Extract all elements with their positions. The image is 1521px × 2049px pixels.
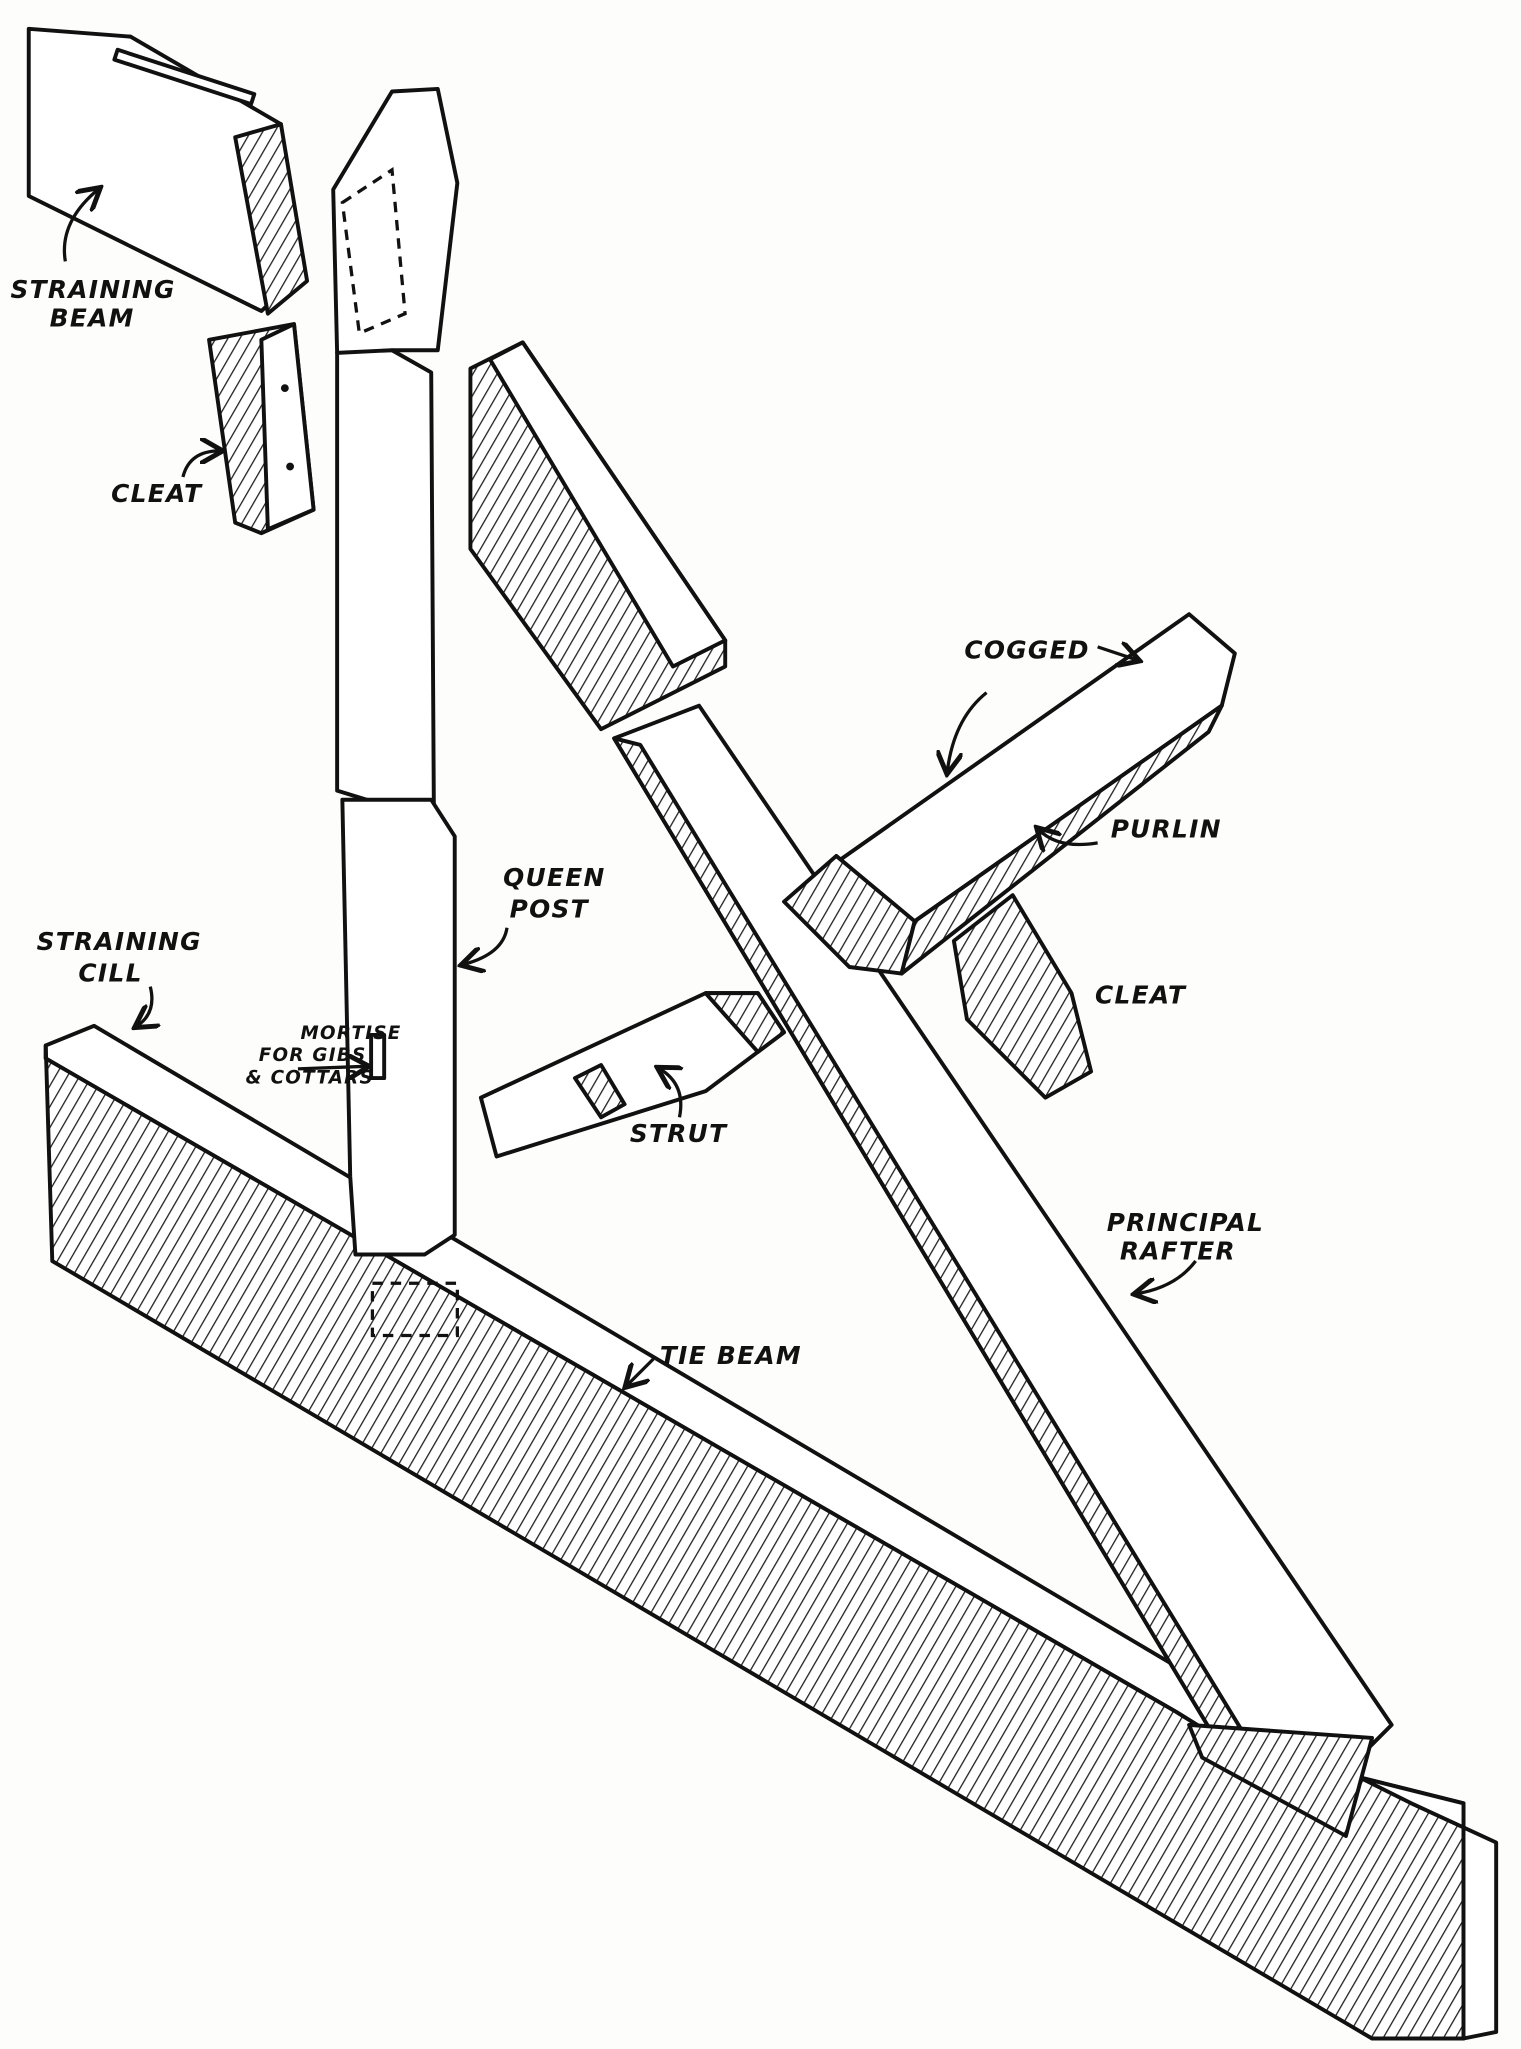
label-straining-cill-2: CILL [78, 958, 142, 987]
cleat-left [207, 322, 316, 536]
arrow-cogged-2 [947, 691, 988, 771]
arrow-straining-cill [137, 986, 152, 1026]
arrow-cleat-left [181, 451, 220, 478]
arrow-mortise [297, 1066, 366, 1069]
label-cleat-left: CLEAT [111, 479, 203, 508]
arrow-tie-beam [627, 1357, 655, 1385]
label-cogged: COGGED [964, 636, 1089, 665]
cleat-right [951, 893, 1094, 1100]
label-queen-post-1: QUEEN [503, 863, 605, 892]
arrow-purlin [1039, 830, 1098, 845]
queen-post [331, 86, 460, 1338]
principal-rafter-upper [468, 340, 728, 732]
label-principal-rafter-1: PRINCIPAL [1107, 1208, 1264, 1237]
label-straining-beam-1: STRAINING [10, 275, 175, 304]
arrow-straining-beam [62, 190, 98, 262]
label-mortise-1: MORTISE [301, 1023, 402, 1044]
label-queen-post-2: POST [510, 894, 590, 923]
arrow-principal-rafter [1137, 1260, 1197, 1294]
strut [478, 991, 786, 1159]
straining-beam [26, 26, 310, 316]
label-purlin: PURLIN [1111, 815, 1222, 844]
label-cleat-right: CLEAT [1095, 981, 1187, 1010]
label-mortise-2: FOR GIBS [259, 1045, 367, 1066]
arrow-queen-post [464, 927, 509, 965]
label-strut: STRUT [630, 1119, 728, 1148]
label-straining-cill-1: STRAINING [37, 927, 202, 956]
arrow-strut [660, 1069, 681, 1118]
label-straining-beam-2: BEAM [50, 304, 135, 333]
principal-rafter-lower [612, 703, 1394, 1838]
label-principal-rafter-2: RAFTER [1120, 1237, 1236, 1266]
label-tie-beam: TIE BEAM [660, 1341, 802, 1370]
tie-beam [43, 1023, 1499, 2041]
arrow-cogged-1 [1097, 647, 1137, 660]
label-mortise-3: & COTTARS [246, 1067, 374, 1088]
